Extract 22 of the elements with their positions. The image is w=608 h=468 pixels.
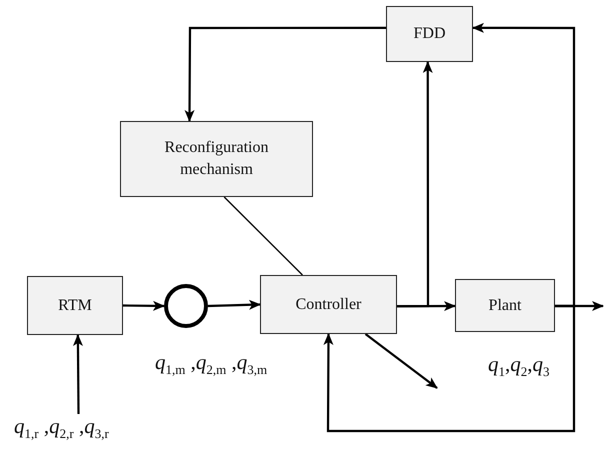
signal-label: q$_{1,m}$ ,q$_{2,m}$ ,q$_{3,m}$ <box>155 350 268 378</box>
box-label: Reconfiguration mechanism <box>164 138 270 180</box>
arrow <box>397 61 433 308</box>
arrow <box>72 334 83 414</box>
arrow <box>364 333 438 389</box>
box-label: Controller <box>296 294 362 315</box>
process-box <box>260 275 397 334</box>
process-box <box>120 121 313 197</box>
arrow <box>122 300 165 311</box>
box-label: FDD <box>413 24 446 44</box>
arrow <box>184 26 386 122</box>
process-box <box>386 6 473 62</box>
arrow <box>472 22 576 308</box>
arrow <box>208 300 261 310</box>
summing-circle <box>164 284 208 328</box>
signal-label: q$_{1}$,q$_{2}$,q$_{3}$ <box>488 352 550 380</box>
signal-label: q$_{1,r}$ ,q$_{2,r}$ ,q$_{3,r}$ <box>14 414 109 442</box>
process-box <box>455 279 555 332</box>
arrow <box>323 304 576 432</box>
box-label: Plant <box>488 296 522 316</box>
box-label: RTM <box>58 296 92 316</box>
process-box <box>27 276 123 335</box>
